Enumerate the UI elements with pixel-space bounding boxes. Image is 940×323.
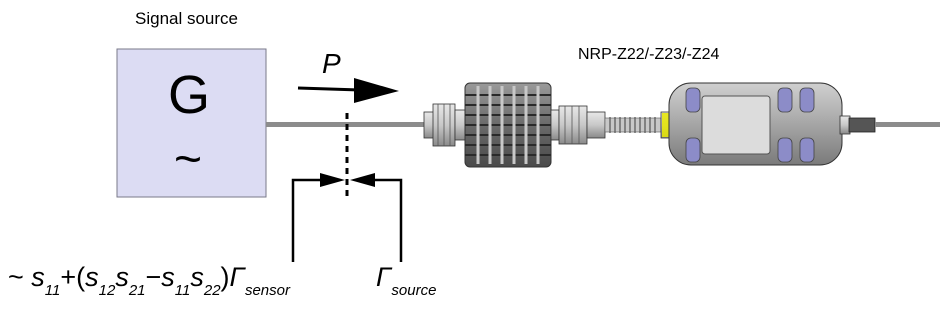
- generator-letter: G: [168, 65, 211, 125]
- formula-plus-open: +(: [60, 262, 86, 292]
- formula-close: ): [220, 262, 230, 292]
- formula-s11: s: [31, 262, 45, 292]
- power-label: P: [322, 48, 341, 79]
- formula-s21: s: [115, 262, 129, 292]
- gamma-source-sub: source: [391, 282, 437, 299]
- formula-s11-sub: 11: [44, 282, 61, 299]
- formula-prefix: ~: [8, 262, 32, 292]
- attenuator-right-connector: [550, 105, 606, 145]
- formula-s11b: s: [161, 262, 175, 292]
- formula-s11b-sub: 11: [174, 282, 191, 299]
- formula-s22-sub: 22: [203, 282, 221, 299]
- attenuator-body: [464, 82, 552, 168]
- attenuator-left-connector: [423, 103, 466, 147]
- gamma-source-label: Γsource: [376, 262, 436, 298]
- formula-s12: s: [85, 262, 99, 292]
- cable-left: [266, 122, 432, 127]
- gamma-source-bracket: [350, 173, 403, 262]
- power-arrow: [297, 78, 399, 103]
- formula-s12-sub: 12: [98, 282, 116, 299]
- device-label: NRP-Z22/-Z23/-Z24: [578, 46, 720, 63]
- signal-source-label: Signal source: [135, 9, 239, 28]
- sensor-output-cable: [839, 115, 940, 135]
- formula-s22: s: [190, 262, 204, 292]
- generator-tilde: ~: [174, 133, 203, 186]
- formula-gamma-sensor-sub: sensor: [244, 282, 290, 299]
- formula-minus: −: [145, 262, 162, 292]
- formula-s21-sub: 21: [128, 282, 146, 299]
- gamma-source-symbol: Γ: [376, 262, 392, 292]
- gamma-sensor-bracket: [291, 173, 345, 262]
- sensor-body: [668, 82, 843, 166]
- formula-gamma-sensor: Γ: [229, 262, 245, 292]
- sensor-spring: [604, 111, 672, 139]
- reflection-formula: ~ s11+(s12s21−s11s22)Γsensor: [8, 262, 290, 298]
- generator-box: [116, 48, 267, 198]
